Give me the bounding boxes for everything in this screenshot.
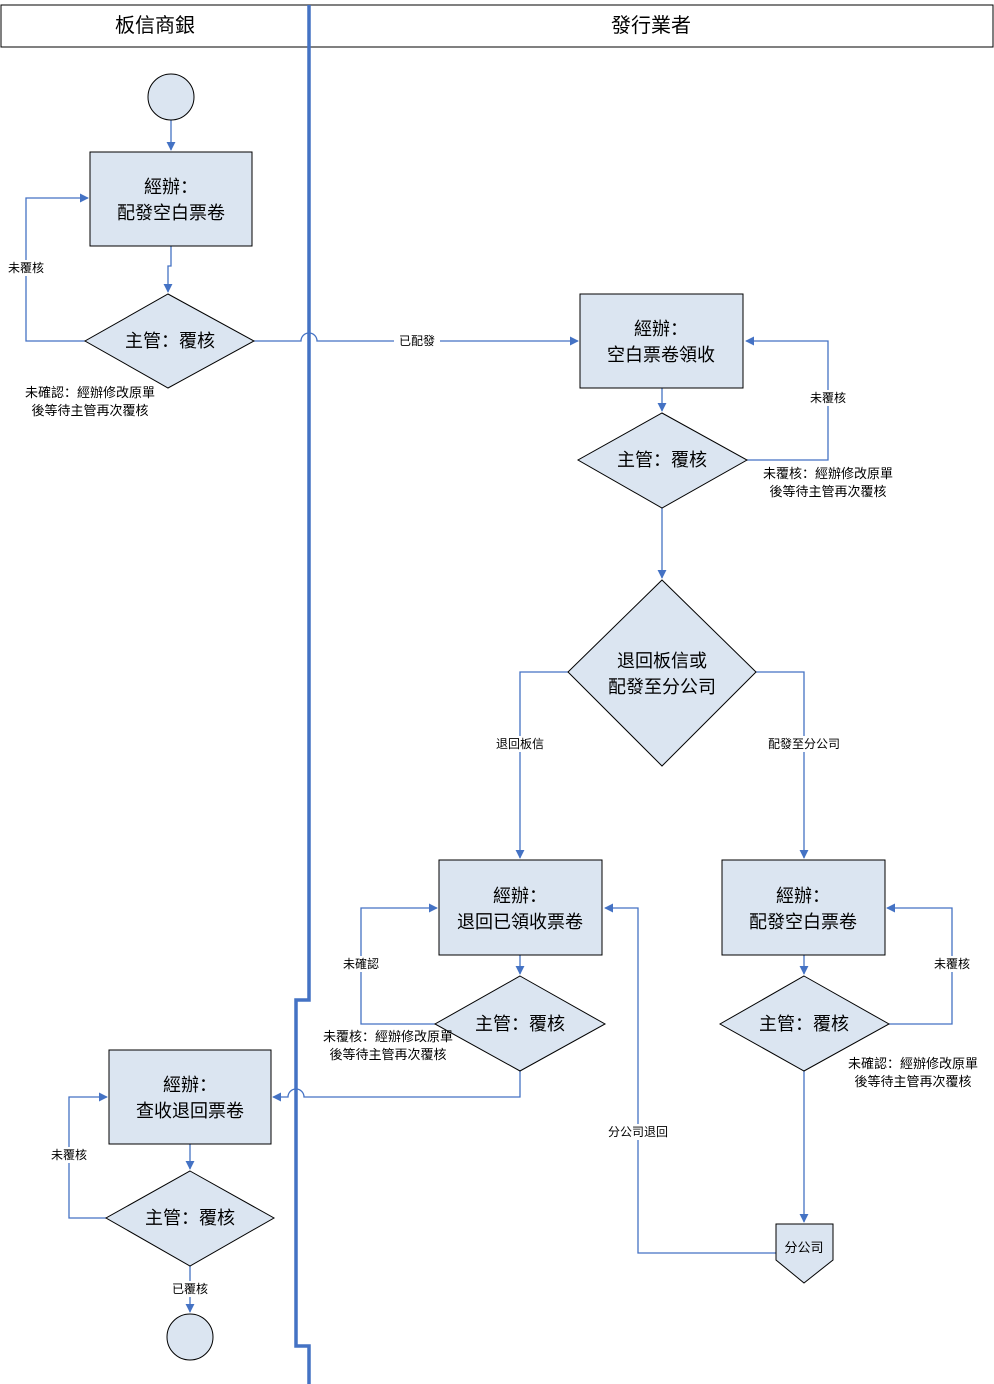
bank-issue-line2: 配發空白票卷 [117,203,225,224]
vendor-review-diamond [576,412,749,509]
vendor-distribute-line1: 經辦： [776,886,830,907]
vendor-return-line1: 經辦： [493,886,547,907]
vendor-distribute-line2: 配發空白票卷 [749,912,857,933]
note-distribute-review-line1: 未確認：經辦修改原單 [848,1056,978,1072]
note-return-review-line1: 未覆核：經辦修改原單 [323,1030,453,1045]
vendor-review-label: 主管：覆核 [617,450,707,471]
vendor-receive-line1: 經辦： [634,319,688,340]
vendor-choice-line2: 配發至分公司 [608,677,716,698]
vendor-return-review-label: 主管：覆核 [475,1014,565,1035]
edge-return-to-bank-check [272,1071,521,1102]
edge-to-branch [756,671,809,859]
vendor-return-review-diamond [433,975,607,1072]
label-vendor-not-reviewed: 未覆核 [810,391,846,405]
branch-offpage-connector [775,1223,834,1284]
note-vendor-review-line1: 未覆核：經辦修改原單 [763,467,893,482]
label-distribute-not-reviewed: 未覆核 [934,957,970,971]
lane-divider [294,5,311,1384]
note-distribute-review-line2: 後等待主管再次覆核 [854,1074,971,1090]
bank-issue-line1: 經辦： [144,177,198,198]
edge-issue-to-review [163,246,173,293]
label-bank-not-reviewed: 未覆核 [8,261,44,275]
label-to-branch: 配發至分公司 [768,736,840,751]
label-check-not-reviewed: 未覆核 [51,1148,87,1162]
vendor-distribute-review-label: 主管：覆核 [759,1014,849,1035]
label-distributed: 已配發 [399,333,435,348]
vendor-return-line2: 退回已領收票卷 [457,912,583,933]
label-branch-return: 分公司退回 [608,1125,668,1139]
bank-check-line2: 查收退回票卷 [136,1101,244,1122]
bank-review-label: 主管：覆核 [125,331,215,352]
bank-check-box [108,1049,272,1145]
edge-distributed [254,332,579,346]
vendor-distribute-box [721,859,886,956]
note-bank-review-line2: 後等待主管再次覆核 [31,403,148,419]
lane-header-vendor [308,4,994,48]
bank-check-review-diamond [104,1170,276,1267]
note-vendor-review-line2: 後等待主管再次覆核 [769,484,886,500]
vendor-receive-box [579,293,744,389]
end-node [166,1313,214,1361]
bank-review-diamond [83,293,256,389]
vendor-return-box [438,859,603,956]
start-node [147,73,195,121]
label-reviewed: 已覆核 [172,1282,208,1296]
note-return-review-line2: 後等待主管再次覆核 [329,1047,446,1063]
bank-issue-box [89,151,253,247]
vendor-choice-diamond [567,579,757,767]
vendor-distribute-review-diamond [718,975,891,1072]
vendor-choice-line1: 退回板信或 [617,651,707,672]
edge-return-to-bank [515,671,568,859]
label-return-not-confirmed: 未確認 [343,956,379,971]
bank-check-review-label: 主管：覆核 [145,1208,235,1229]
edge-branch-return [604,903,776,1254]
vendor-receive-line2: 空白票卷領收 [607,345,715,366]
lane-title-bank: 板信商銀 [115,13,195,37]
bank-check-line1: 經辦： [163,1075,217,1096]
branch-label: 分公司 [784,1241,823,1256]
lane-header-bank [0,4,310,48]
note-bank-review-line1: 未確認：經辦修改原單 [25,385,155,401]
label-return-to-bank: 退回板信 [496,737,544,751]
lane-title-vendor: 發行業者 [611,13,691,37]
